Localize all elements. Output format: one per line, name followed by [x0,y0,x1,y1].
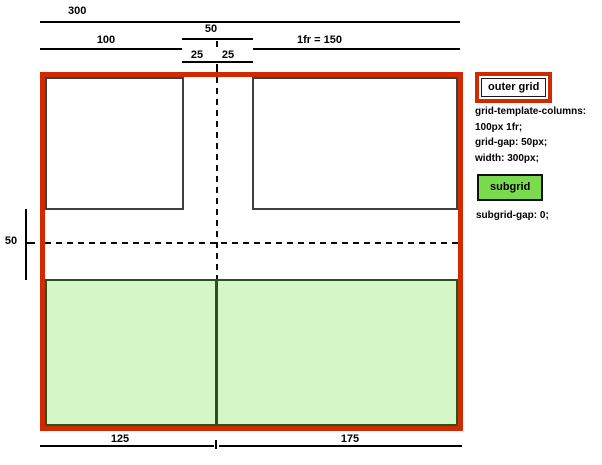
measure-column1-line [40,48,182,50]
measure-column2-label: 1fr = 150 [297,34,342,46]
measure-gap-half-right-label: 25 [221,49,235,61]
column-gap-center-dashed-line [216,77,218,279]
measure-row-gap-label: 50 [4,235,18,247]
measure-subgrid-column1-label: 125 [110,433,130,445]
measure-gap-halves-line [182,61,253,63]
measure-subgrid-column2-line [219,445,462,447]
measure-gap-half-left-label: 25 [190,49,204,61]
measure-column1-label: 100 [96,34,116,46]
measure-gap-label: 50 [204,23,218,35]
measure-subgrid-column2-label: 175 [340,433,360,445]
subgrid-box [45,279,458,426]
bottom-center-tick [215,440,217,449]
gap-center-tick-lower [216,64,218,72]
legend-outer-grid-label: outer grid [481,78,547,97]
grid-cell-column2 [252,77,458,210]
grid-cell-column1 [45,77,184,210]
subgrid-column-divider [215,279,218,426]
legend-outer-grid-badge: outer grid [475,72,553,103]
measure-subgrid-column1-line [40,445,214,447]
measure-column2-line [253,48,460,50]
legend-subgrid-badge: subgrid [477,174,544,201]
legend-subgrid-css: subgrid-gap: 0; [476,210,549,221]
measure-row-gap-line [25,209,27,280]
outer-grid-box [40,72,463,431]
legend-css-line: 100px 1fr; [475,121,523,133]
measure-outer-width-label: 300 [68,5,87,17]
legend-css-line: width: 300px; [475,152,539,164]
legend-css-line: grid-template-columns: [475,106,587,117]
measure-row-gap-tick [27,242,35,244]
row-gap-center-dashed-line [45,242,458,244]
measure-gap-line [182,38,253,40]
legend-css-line: grid-gap: 50px; [475,137,548,148]
gap-center-tick-upper [216,41,218,47]
legend-outer-grid-css: grid-template-columns: 100px 1fr; grid-g… [475,104,586,166]
measure-outer-width-line [40,21,460,23]
